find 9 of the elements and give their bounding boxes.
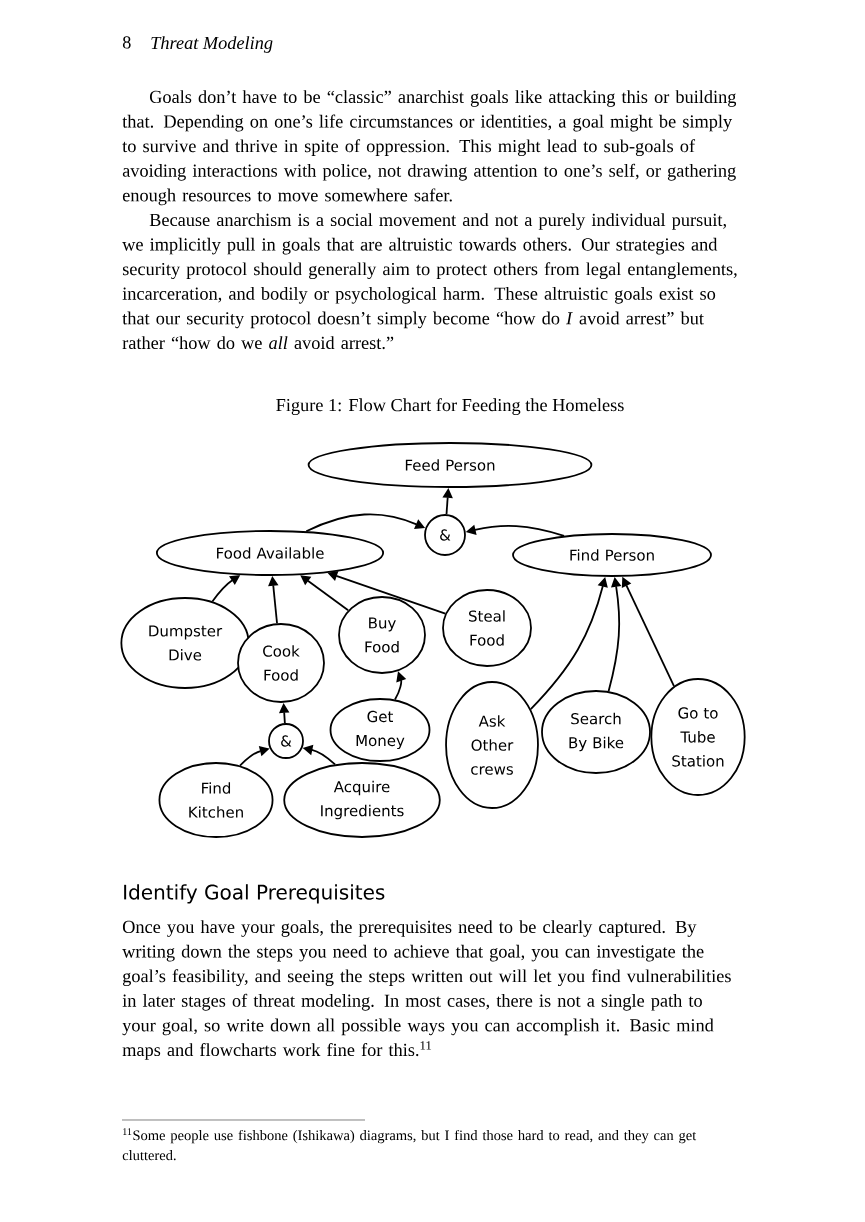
paragraph: Goals don’t have to be “classic” anarchist goals like attacking this or building that. Depending on one’s life circumstances or identities, a goal might be simply to survive and thrive in spite of oppression. This might lead to sub-goals of avoiding interactions with police, not drawing attention to one’s self, or gathering enough resources to move somewhere safer. (122, 90, 737, 206)
page-number: 8 (122, 36, 131, 49)
running-header: Threat Modeling (151, 36, 273, 53)
section-heading: Identify Goal Prerequisites (124, 884, 385, 904)
paragraph: Once you have your goals, the prerequisites need to be clearly captured. By writing down the steps you need to achieve that goal, you can investigate the goal’s feasibility, and seeing the steps written out will let you find vulnerabilities in later stages of threat modeling. In most cases, there is not a single path to your goal, so write down all possible ways you can accomplish it. Basic mind maps and flowcharts work fine for this.$^{11}$ (122, 920, 731, 1060)
paragraph: Because anarchism is a social movement and not a purely individual pursuit, we implicitly pull in goals that are altruistic towards others. Our strategies and security protocol should generally aim to protect others from legal entanglements, incarceration, and bodily or psychological harm. These altruistic goals exist so that our security protocol doesn’t simply become “how do I avoid arrest” but rather “how do we all avoid arrest.” (122, 213, 737, 350)
figure-caption: Figure 1: Flow Chart for Feeding the Homeless (276, 398, 624, 415)
footnote: $^{11}$Some people use fishbone (Ishikawa) diagrams, but I find those hard to read, and they can get cluttered. (122, 1128, 697, 1161)
arrow (300, 575, 350, 612)
